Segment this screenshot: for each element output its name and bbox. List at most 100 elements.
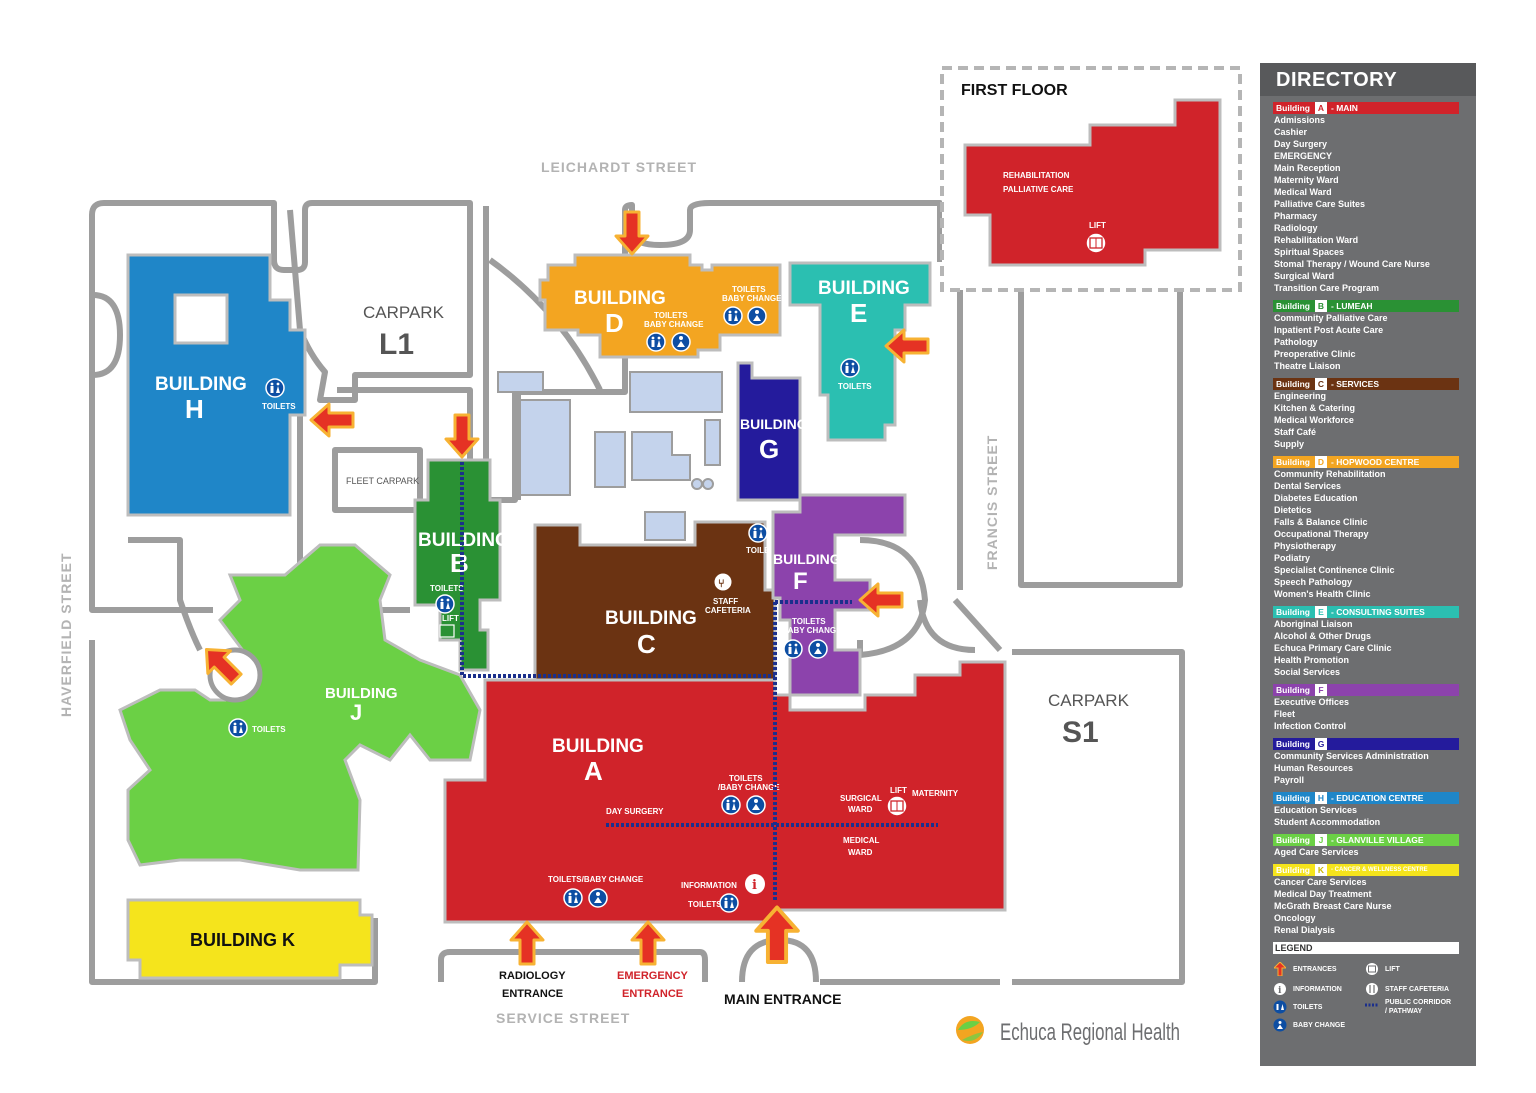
- directory-item: Supply: [1274, 439, 1305, 449]
- section-title: - SERVICES: [1331, 379, 1380, 389]
- directory-item: Pathology: [1274, 337, 1318, 347]
- legend-toilets: TOILETS: [1273, 1000, 1322, 1014]
- directory-item: Day Surgery: [1274, 139, 1328, 149]
- directory-item: Payroll: [1274, 775, 1305, 785]
- directory-item: Education Services: [1274, 805, 1358, 815]
- building-k-shape: [126, 898, 374, 980]
- corridor-icon: [1365, 998, 1379, 1012]
- directory-item: Cancer Care Services: [1274, 877, 1367, 887]
- section-building-word: Building: [1276, 685, 1310, 695]
- building-g-word: BUILDING: [740, 416, 808, 432]
- directory-item: Medical Day Treatment: [1274, 889, 1372, 899]
- section-building-word: Building: [1276, 301, 1310, 311]
- directory-item: Renal Dialysis: [1274, 925, 1336, 935]
- legend-baby-change-label: BABY CHANGE: [1293, 1021, 1345, 1029]
- section-building-word: Building: [1276, 607, 1310, 617]
- lift-icon: [886, 795, 908, 817]
- svg-text:i: i: [1278, 986, 1282, 996]
- directory-item: Physiotherapy: [1274, 541, 1337, 551]
- toilets-baby-a2-label: TOILETS/BABY CHANGE: [548, 875, 644, 884]
- directory-item: Community Rehabilitation: [1274, 469, 1386, 479]
- baby-change-d2-label: BABY CHANGE: [644, 320, 704, 329]
- directory-item: Oncology: [1274, 913, 1316, 923]
- leichardt-street-label: LEICHARDT STREET: [541, 159, 697, 175]
- directory-item: Aged Care Services: [1274, 847, 1359, 857]
- carpark-s1-code: S1: [1062, 716, 1099, 749]
- directory-item: Medical Workforce: [1274, 415, 1354, 425]
- toilets-c-label: TOILETS: [746, 546, 780, 555]
- information-label: INFORMATION: [681, 881, 737, 890]
- directory-item: Medical Ward: [1274, 187, 1332, 197]
- directory-item: Dental Services: [1274, 481, 1342, 491]
- section-building-word: Building: [1276, 865, 1310, 875]
- directory-item: Spiritual Spaces: [1274, 247, 1345, 257]
- section-title: - GLANVILLE VILLAGE: [1331, 835, 1424, 845]
- lift-icon: [1365, 962, 1379, 976]
- directory-item: Health Promotion: [1274, 655, 1350, 665]
- first-floor-title: FIRST FLOOR: [961, 82, 1068, 99]
- medical-label: MEDICAL: [843, 836, 880, 845]
- building-f-word: BUILDING: [773, 551, 841, 567]
- baby-change-icon: [588, 888, 608, 908]
- section-building-letter: C: [1315, 378, 1327, 390]
- directory-item: Kitchen & Catering: [1274, 403, 1356, 413]
- section-building-word: Building: [1276, 103, 1310, 113]
- directory-item: Rehabilitation Ward: [1274, 235, 1359, 245]
- directory-item: Maternity Ward: [1274, 175, 1339, 185]
- directory-item: Human Resources: [1274, 763, 1354, 773]
- directory-title: DIRECTORY: [1260, 63, 1476, 96]
- building-d-letter: D: [605, 308, 624, 338]
- section-building-letter: A: [1315, 102, 1327, 114]
- section-building-letter: D: [1315, 456, 1327, 468]
- legend-lift-label: LIFT: [1385, 965, 1400, 973]
- directory-item: Radiology: [1274, 223, 1318, 233]
- directory-item: Podiatry: [1274, 553, 1311, 563]
- baby-change-icon: [746, 795, 766, 815]
- francis-street-label: FRANCIS STREET: [984, 435, 1000, 570]
- toilets-icon: [721, 795, 741, 815]
- directory-item: Infection Control: [1274, 721, 1346, 731]
- building-g-letter: G: [759, 434, 779, 464]
- section-title: - MAIN: [1331, 103, 1358, 113]
- section-building-word: Building: [1276, 793, 1310, 803]
- directory-item: Community Services Administration: [1274, 751, 1429, 761]
- surgical-label: SURGICAL: [840, 794, 882, 803]
- building-e-letter: E: [850, 298, 867, 328]
- baby-change-icon: [747, 306, 767, 326]
- section-title: [1329, 684, 1459, 696]
- toilets-f-label: TOILETS: [792, 617, 826, 626]
- toilets-a3-label: TOILETS: [688, 900, 722, 909]
- building-b-letter: B: [450, 548, 469, 578]
- building-j-word: BUILDING: [325, 685, 398, 702]
- directory-item: Dietetics: [1274, 505, 1312, 515]
- section-title: - CONSULTING SUITES: [1331, 607, 1425, 617]
- section-building-word: Building: [1276, 457, 1310, 467]
- logo-text: Echuca Regional Health: [1000, 1019, 1180, 1046]
- legend-toilets-label: TOILETS: [1293, 1003, 1323, 1011]
- corridor-icon: [460, 462, 938, 900]
- directory-item: Palliative Care Suites: [1274, 199, 1366, 209]
- first-floor-rehab-shape: [963, 98, 1222, 267]
- legend-information: i INFORMATION: [1273, 982, 1342, 996]
- baby-change-icon: [808, 639, 828, 659]
- building-h-shape: [126, 253, 307, 517]
- building-b-shape: [413, 458, 502, 672]
- section-building-letter: G: [1315, 738, 1327, 750]
- directory-item: Executive Offices: [1274, 697, 1350, 707]
- directory-item: Cashier: [1274, 127, 1308, 137]
- directory-item: Specialist Continence Clinic: [1274, 565, 1395, 575]
- information-glyph: i: [752, 878, 757, 893]
- directory-item: Staff Café: [1274, 427, 1317, 437]
- section-title: [1329, 738, 1459, 750]
- toilets-d1-label: TOILETS: [732, 285, 766, 294]
- baby-change-icon: [671, 332, 691, 352]
